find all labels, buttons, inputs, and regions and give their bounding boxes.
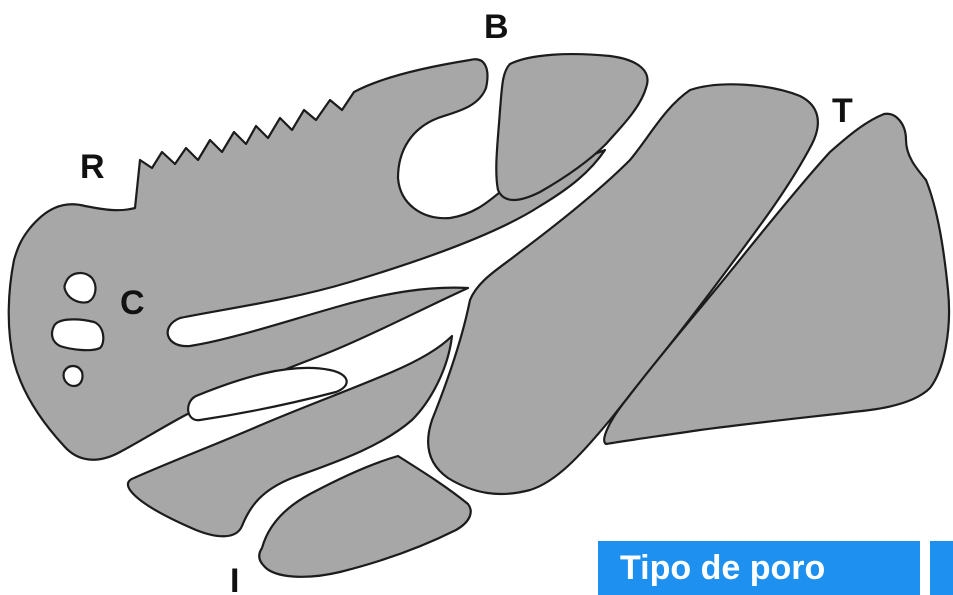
label-t: T: [832, 92, 853, 130]
banner-accent: [930, 541, 953, 595]
vug-lower: [64, 366, 83, 386]
label-b: B: [484, 8, 509, 46]
vug-middle: [52, 319, 103, 350]
label-i: I: [230, 562, 239, 595]
label-c: C: [120, 284, 145, 322]
label-r: R: [80, 148, 105, 186]
pore-type-banner: Tipo de poro: [598, 541, 920, 595]
